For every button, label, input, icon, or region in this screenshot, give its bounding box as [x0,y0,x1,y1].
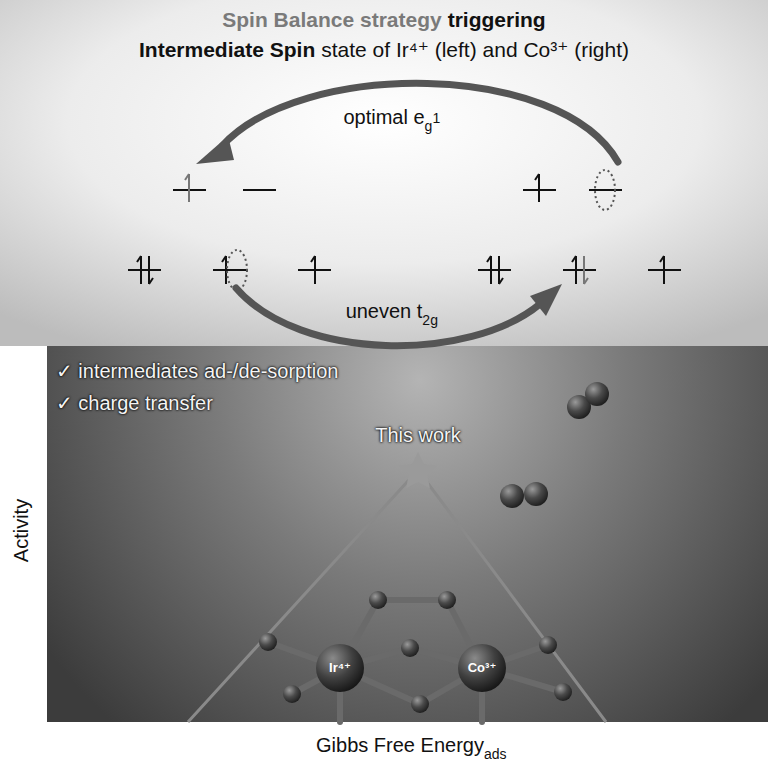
bottom-panel [47,346,768,722]
curved-arrow [236,288,540,346]
molecule-bonds [268,600,563,722]
title-text: Intermediate Spin [139,38,315,62]
title-text: triggering [448,8,546,32]
curved-arrow [222,83,618,162]
check-item: ✓ intermediates ad-/de-sorption [56,360,338,383]
dotted-ellipse [227,250,247,290]
subscript: ads [484,746,507,762]
star-marker [399,452,437,488]
dotted-ellipse [595,170,615,210]
arrow-label: optimal e [343,106,424,129]
superscript: 1 [432,110,440,126]
top-panel [0,0,768,346]
title-text: Spin Balance strategy [222,8,441,32]
subscript: g [425,118,433,134]
dimer-spheres [500,382,609,508]
subscript: 2g [422,312,438,328]
title-text: state of Ir⁴⁺ (left) and Co³⁺ (right) [321,38,629,62]
molecule-atoms [259,591,572,713]
arrow-head [196,136,234,164]
atom-label: Co³⁺ [468,661,497,676]
highlight-label: This work [375,424,461,447]
spin-arrows [137,174,664,284]
arrow-head [530,284,562,316]
arrow-label: uneven t [346,300,423,323]
axis-label: Activity [11,498,34,561]
axis-label: Gibbs Free Energy [316,734,484,757]
check-item: ✓ charge transfer [56,392,213,415]
volcano-lines [188,470,606,722]
atom-label: Ir⁴⁺ [329,661,351,676]
